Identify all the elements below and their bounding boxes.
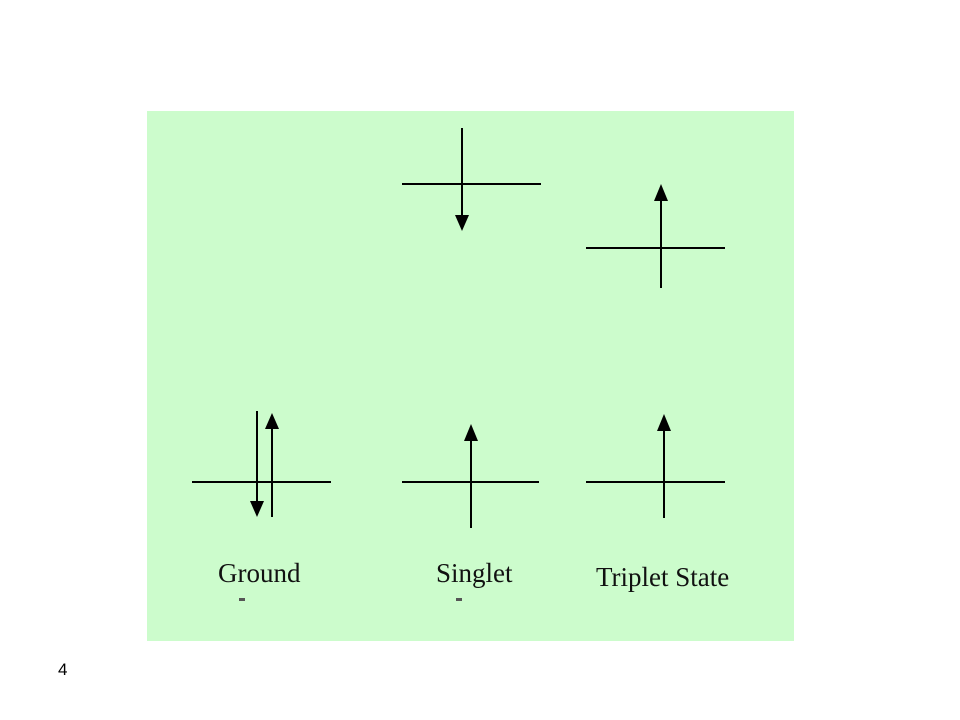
ground-state-orbital xyxy=(192,411,331,517)
energy-level-diagram: Ground Singlet Triplet State xyxy=(147,111,794,641)
triplet-upper-up-arrowhead xyxy=(654,184,668,201)
singlet-clipped-text-fragment xyxy=(456,598,462,601)
singlet-up-arrowhead xyxy=(464,424,478,441)
slide-number: 4 xyxy=(58,660,68,679)
singlet-excited-orbital xyxy=(402,128,541,231)
ground-clipped-text-fragment xyxy=(239,598,245,601)
singlet-down-arrowhead xyxy=(455,215,469,231)
diagram-background xyxy=(147,111,794,641)
ground-up-arrowhead xyxy=(265,413,279,429)
ground-label: Ground xyxy=(218,558,301,588)
triplet-excited-orbital xyxy=(586,184,725,288)
ground-down-arrowhead xyxy=(250,501,264,517)
singlet-lower-orbital xyxy=(402,424,539,528)
triplet-lower-up-arrowhead xyxy=(657,414,671,431)
triplet-lower-orbital xyxy=(586,414,725,518)
singlet-label: Singlet xyxy=(436,558,513,588)
triplet-label: Triplet State xyxy=(596,562,729,592)
